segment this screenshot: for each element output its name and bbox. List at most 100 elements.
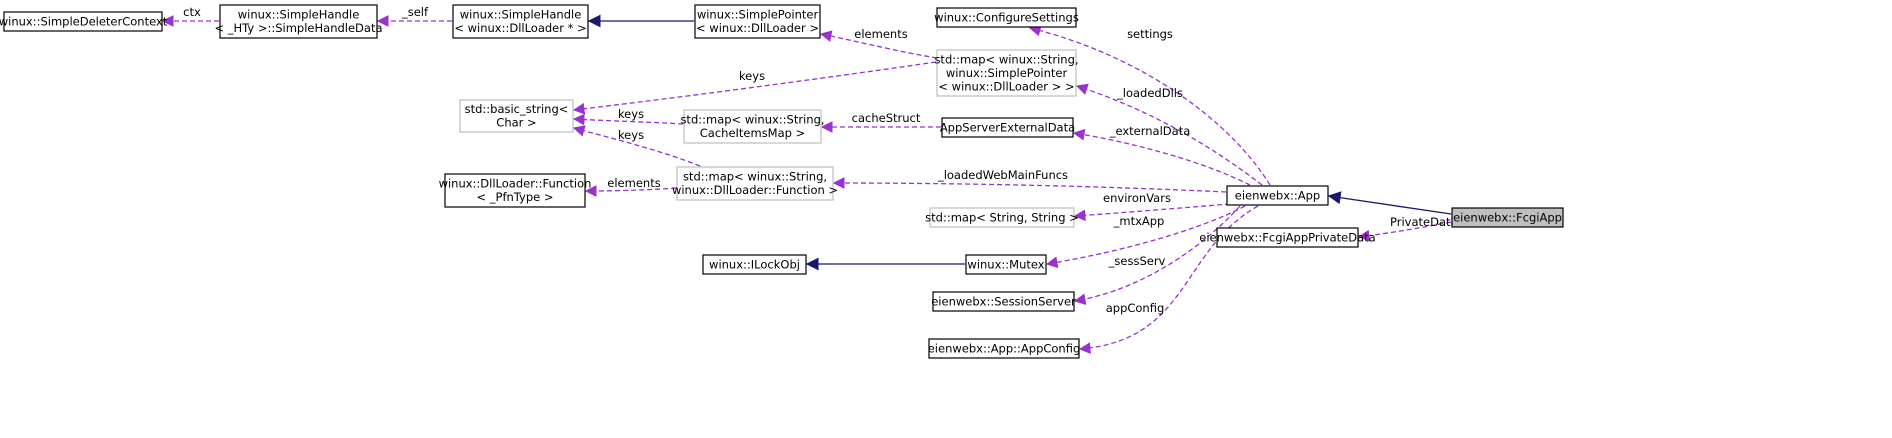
edge-ctx: ctx xyxy=(161,5,219,27)
node-app[interactable]: eienwebx::App xyxy=(1226,185,1329,206)
node-fcgi-app[interactable]: eienwebx::FcgiApp xyxy=(1451,207,1564,228)
edge-self: _self xyxy=(376,5,452,27)
node-map-cache-items: std::map< winux::String,CacheItemsMap > xyxy=(680,109,825,144)
node-box xyxy=(452,4,589,39)
node-simple-deleter-context[interactable]: winux::SimpleDeleterContext xyxy=(0,11,168,32)
node-configure-settings[interactable]: winux::ConfigureSettings xyxy=(934,7,1079,28)
edge-keys-1: keys xyxy=(572,61,937,115)
edge-label: keys xyxy=(618,107,644,121)
node-label: std::map< String, String > xyxy=(925,210,1079,224)
node-ilock-obj[interactable]: winux::ILockObj xyxy=(702,254,807,275)
node-label: winux::SimpleHandle xyxy=(460,8,582,22)
node-label: std::map< winux::String, xyxy=(934,52,1078,66)
node-box xyxy=(702,254,807,275)
node-label: eienwebx::FcgiApp xyxy=(1453,210,1562,224)
edge-elements-top: elements xyxy=(819,27,938,59)
node-label: < _HTy >::SimpleHandleData xyxy=(214,21,382,35)
node-label: winux::SimpleDeleterContext xyxy=(0,14,168,28)
edge-environvars: environVars xyxy=(1073,191,1231,222)
node-box xyxy=(694,4,821,39)
edge-label: environVars xyxy=(1103,191,1171,205)
node-box xyxy=(936,49,1077,97)
edge-mtxapp: _mtxApp xyxy=(1045,205,1246,269)
node-app-server-external-data[interactable]: AppServerExternalData xyxy=(940,117,1075,138)
edge-label: _loadedDlls xyxy=(1116,86,1183,100)
node-label: < winux::DllLoader > > xyxy=(938,79,1074,93)
node-box xyxy=(683,109,822,144)
node-label: winux::Mutex xyxy=(967,257,1044,271)
edge-loadeddlls: _loadedDlls xyxy=(1075,83,1263,186)
usage-arrow xyxy=(1072,128,1251,186)
node-label: winux::DllLoader::Function xyxy=(439,177,592,191)
node-label: eienwebx::App::AppConfig xyxy=(928,341,1081,355)
node-box xyxy=(1216,227,1359,248)
node-label: std::basic_string< xyxy=(465,102,569,116)
node-box xyxy=(941,117,1074,138)
node-session-server[interactable]: eienwebx::SessionServer xyxy=(931,291,1076,312)
usage-arrow xyxy=(572,61,937,115)
node-box xyxy=(676,166,834,201)
usage-arrow xyxy=(1357,221,1452,242)
node-label: winux::ILockObj xyxy=(709,257,800,271)
node-label: eienwebx::FcgiAppPrivateData xyxy=(1199,230,1375,244)
usage-arrow xyxy=(1028,24,1271,186)
node-box xyxy=(965,254,1047,275)
node-simple-pointer[interactable]: winux::SimplePointer< winux::DllLoader > xyxy=(694,4,821,39)
edge-label: elements xyxy=(854,27,907,41)
usage-arrow xyxy=(1045,205,1246,269)
node-box xyxy=(936,7,1077,28)
node-label: CacheItemsMap > xyxy=(700,126,806,140)
edge-label: cacheStruct xyxy=(852,111,921,125)
usage-arrow xyxy=(819,30,938,59)
edges-layer: ctx_selfelementskeyskeyskeyscacheStructe… xyxy=(161,5,1458,354)
edge-label: _mtxApp xyxy=(1113,214,1165,228)
node-label: < winux::DllLoader > xyxy=(696,21,819,35)
node-fcgi-app-private-data[interactable]: eienwebx::FcgiAppPrivateData xyxy=(1199,227,1376,248)
node-label: eienwebx::App xyxy=(1235,188,1320,202)
edge-sessserv: _sessServ xyxy=(1073,205,1241,306)
edge-appconfig: appConfig xyxy=(1078,205,1259,354)
edge-label: _sessServ xyxy=(1108,254,1166,268)
usage-arrow xyxy=(1073,203,1231,222)
edge-settings: settings xyxy=(1028,24,1271,186)
usage-arrow xyxy=(1073,205,1241,306)
usage-arrow xyxy=(584,185,677,197)
node-app-config[interactable]: eienwebx::App::AppConfig xyxy=(928,338,1081,359)
edge-label: _self xyxy=(401,5,429,19)
edge-label: keys xyxy=(618,128,644,142)
node-box xyxy=(219,4,378,39)
edge-privatedata: PrivateData xyxy=(1357,215,1458,242)
node-label: winux::SimplePointer xyxy=(697,8,819,22)
node-box xyxy=(444,173,586,208)
edge-loadedwebmain: _loadedWebMainFuncs xyxy=(832,168,1227,193)
node-label: winux::SimplePointer xyxy=(946,66,1068,80)
node-label: std::map< winux::String, xyxy=(680,113,824,127)
node-dll-loader-function[interactable]: winux::DllLoader::Function< _PfnType > xyxy=(439,173,592,208)
node-label: < winux::DllLoader * > xyxy=(454,21,586,35)
edge-cachestruct: cacheStruct xyxy=(820,111,941,133)
node-box xyxy=(1451,207,1564,228)
node-simple-handle[interactable]: winux::SimpleHandle< winux::DllLoader * … xyxy=(452,4,589,39)
node-simple-handle-data[interactable]: winux::SimpleHandle< _HTy >::SimpleHandl… xyxy=(214,4,383,39)
node-label: winux::DllLoader::Function > xyxy=(672,183,838,197)
edge-elements-bottom: elements xyxy=(584,176,677,197)
node-mutex[interactable]: winux::Mutex xyxy=(965,254,1047,275)
node-label: AppServerExternalData xyxy=(940,120,1075,134)
edge-label: _externalData xyxy=(1109,124,1191,138)
usage-arrow xyxy=(1078,205,1259,354)
node-map-string-string: std::map< String, String > xyxy=(925,207,1079,228)
node-box xyxy=(928,338,1080,359)
node-map-dll-loader: std::map< winux::String,winux::SimplePoi… xyxy=(934,49,1079,97)
edge-label: appConfig xyxy=(1106,301,1165,315)
inheritance-arrow xyxy=(1327,191,1452,215)
node-box xyxy=(929,207,1075,228)
node-label: winux::SimpleHandle xyxy=(238,8,360,22)
edge-keys-2: keys xyxy=(572,107,684,126)
node-box xyxy=(932,291,1075,312)
node-box xyxy=(459,99,574,133)
node-basic-string: std::basic_string<Char > xyxy=(459,99,574,133)
node-label: std::map< winux::String, xyxy=(683,170,827,184)
usage-arrow xyxy=(572,113,684,126)
